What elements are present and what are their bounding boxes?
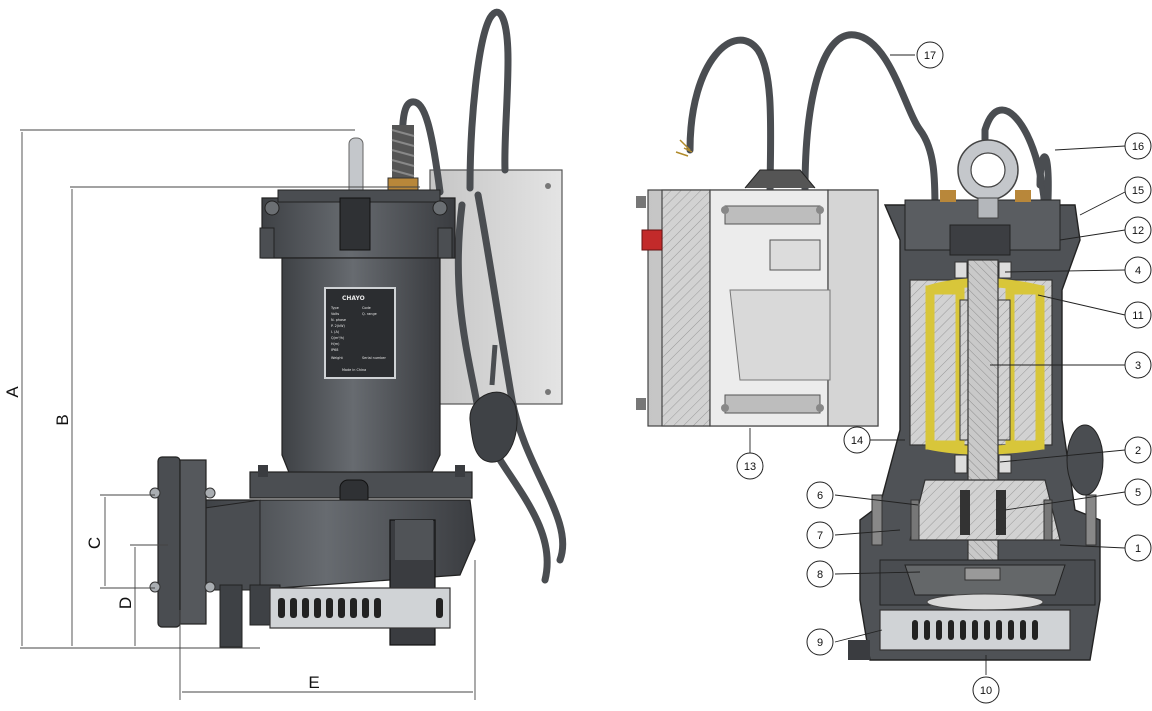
callout-label: 13 bbox=[744, 461, 756, 473]
section-strainer bbox=[848, 593, 1071, 660]
callout-label: 4 bbox=[1135, 265, 1141, 277]
callout-4: 4 bbox=[1124, 256, 1152, 284]
callout-label: 11 bbox=[1132, 310, 1143, 322]
callout-label: 12 bbox=[1132, 225, 1144, 237]
callout-9: 9 bbox=[806, 628, 834, 656]
nameplate: CHAYO Type Volts N. phase P. 2(kW) I. (A… bbox=[324, 287, 396, 379]
callout-label: 7 bbox=[817, 530, 823, 542]
callout-label: 17 bbox=[924, 50, 936, 62]
callout-3: 3 bbox=[1124, 351, 1152, 379]
nameplate-line: P. 2(kW) bbox=[331, 324, 345, 328]
callout-17: 17 bbox=[916, 41, 944, 69]
discharge-flange bbox=[157, 456, 181, 628]
nameplate-value: Code bbox=[362, 306, 371, 310]
callout-13: 13 bbox=[736, 452, 764, 480]
callout-label: 3 bbox=[1135, 360, 1141, 372]
dimension-lines bbox=[20, 129, 476, 700]
section-cables bbox=[686, 31, 1052, 214]
cable-gland-icon bbox=[387, 125, 419, 193]
callout-label: 9 bbox=[817, 637, 823, 649]
nameplate-line: H(m) bbox=[331, 342, 340, 346]
callout-8: 8 bbox=[806, 560, 834, 588]
callout-10: 10 bbox=[972, 676, 1000, 704]
callout-12: 12 bbox=[1124, 216, 1152, 244]
pump-external-view: CHAYO Type Volts N. phase P. 2(kW) I. (A… bbox=[3, 8, 567, 700]
callout-markers: 1 2 3 4 5 6 7 8 9 10 11 12 13 14 15 16 1… bbox=[736, 41, 1152, 704]
callout-6: 6 bbox=[806, 481, 834, 509]
nameplate-line: N. phase bbox=[331, 318, 346, 322]
dimension-label-b: B bbox=[53, 414, 72, 425]
lifting-handle bbox=[348, 137, 364, 199]
callout-16: 16 bbox=[1124, 132, 1152, 160]
nameplate-line: Q(m³/h) bbox=[331, 336, 345, 340]
nameplate-line: I. (A) bbox=[331, 330, 340, 334]
callout-leaders bbox=[749, 54, 1126, 675]
nameplate-value: Serial number bbox=[362, 356, 387, 360]
lifting-eye-icon bbox=[957, 139, 1019, 219]
callout-2: 2 bbox=[1124, 436, 1152, 464]
nameplate-line: IP68 bbox=[331, 348, 338, 352]
nameplate-footer: Made in China bbox=[342, 368, 366, 372]
dimension-label-c: C bbox=[85, 537, 104, 549]
strainer-icon bbox=[269, 587, 451, 629]
nameplate-line: Weight bbox=[331, 356, 343, 360]
callout-label: 10 bbox=[980, 685, 992, 697]
callout-label: 6 bbox=[817, 490, 823, 502]
callout-label: 14 bbox=[851, 435, 863, 447]
callout-label: 5 bbox=[1135, 487, 1141, 499]
callout-label: 8 bbox=[817, 569, 823, 581]
callout-1: 1 bbox=[1124, 534, 1152, 562]
callout-label: 1 bbox=[1135, 543, 1141, 555]
nameplate-line: Type bbox=[330, 306, 339, 310]
stator-winding bbox=[925, 285, 965, 450]
callout-label: 16 bbox=[1132, 141, 1144, 153]
pump-section-view: 1 2 3 4 5 6 7 8 9 10 11 12 13 14 15 16 1… bbox=[636, 31, 1152, 704]
dimension-label-e: E bbox=[308, 673, 319, 692]
callout-5: 5 bbox=[1124, 478, 1152, 506]
callout-14: 14 bbox=[843, 426, 871, 454]
nameplate-line: Volts bbox=[331, 312, 339, 316]
dimension-label-d: D bbox=[116, 597, 135, 609]
dimension-label-a: A bbox=[3, 386, 22, 398]
nameplate-value: Q. range bbox=[362, 312, 377, 316]
nameplate-brand: CHAYO bbox=[342, 295, 365, 302]
float-switch-icon bbox=[469, 391, 518, 463]
control-box-section bbox=[636, 169, 879, 427]
callout-15: 15 bbox=[1124, 176, 1152, 204]
callout-7: 7 bbox=[806, 521, 834, 549]
callout-label: 2 bbox=[1135, 445, 1141, 457]
callout-label: 15 bbox=[1132, 185, 1144, 197]
callout-11: 11 bbox=[1124, 301, 1152, 329]
